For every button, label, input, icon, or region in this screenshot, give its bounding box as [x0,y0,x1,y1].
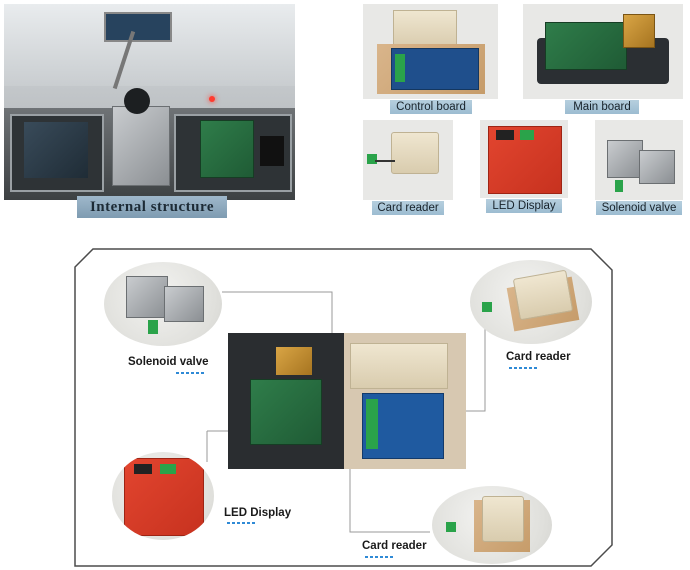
solenoid-part-a [126,276,168,318]
led-display-caption: LED Display [486,199,562,213]
main-board-photo [523,4,683,99]
assembled-system-photo [228,333,466,469]
card-reader-body [482,496,524,542]
solenoid-connector [615,180,623,192]
solenoid-inside [112,106,170,186]
card-reader-connector [367,154,377,164]
led-display-photo [480,120,568,198]
card-reader-connector [446,522,456,532]
terminal-block [395,54,405,82]
solenoid-part-b [164,286,204,322]
transformer [623,14,655,48]
control-board-inside [200,120,254,178]
power-supply-box [350,343,448,389]
internal-structure-caption: Internal structure [77,196,227,218]
main-board-inside [24,122,88,178]
led-board-plug [134,464,152,474]
card-reader-bottom-label: Card reader [362,540,427,552]
card-reader-photo [363,120,453,200]
solenoid-coil [124,88,150,114]
card-reader-bottom-underline [365,556,395,558]
card-reader-wire [375,160,395,162]
card-reader-caption: Card reader [372,201,444,215]
solenoid-valve-caption: Solenoid valve [596,201,682,215]
power-module [260,136,284,166]
solenoid-valve-underline [176,372,206,374]
card-reader-connector [482,302,492,312]
card-reader-body [391,132,439,174]
solenoid-part-b [639,150,675,184]
solenoid-valve-photo [595,120,683,200]
card-reader-right-circle [470,260,592,344]
solenoid-valve-label: Solenoid valve [128,356,209,368]
card-reader-right-label: Card reader [506,351,571,363]
solenoid-connector [148,320,158,334]
led-display-circle [112,452,214,540]
led-board-terminal [520,130,534,140]
control-board-photo [363,4,498,99]
led-display-label: LED Display [224,507,292,519]
internal-structure-photo [4,4,295,200]
indicator-light [209,96,215,102]
transformer [276,347,312,375]
top-board [104,12,172,42]
control-board-caption: Control board [390,100,472,114]
power-supply-box [393,10,457,48]
led-display-underline [227,522,257,524]
main-board-caption: Main board [565,100,639,114]
leader-solenoid [222,291,333,336]
card-reader-bottom-circle [432,486,552,564]
control-pcb [391,48,479,90]
card-reader-right-underline [509,367,539,369]
control-terminals [366,399,378,449]
led-board-plug [496,130,514,140]
frame-outline [74,248,613,567]
main-board-pcb [250,379,322,445]
led-board-terminal [160,464,176,474]
solenoid-valve-circle [104,262,222,346]
